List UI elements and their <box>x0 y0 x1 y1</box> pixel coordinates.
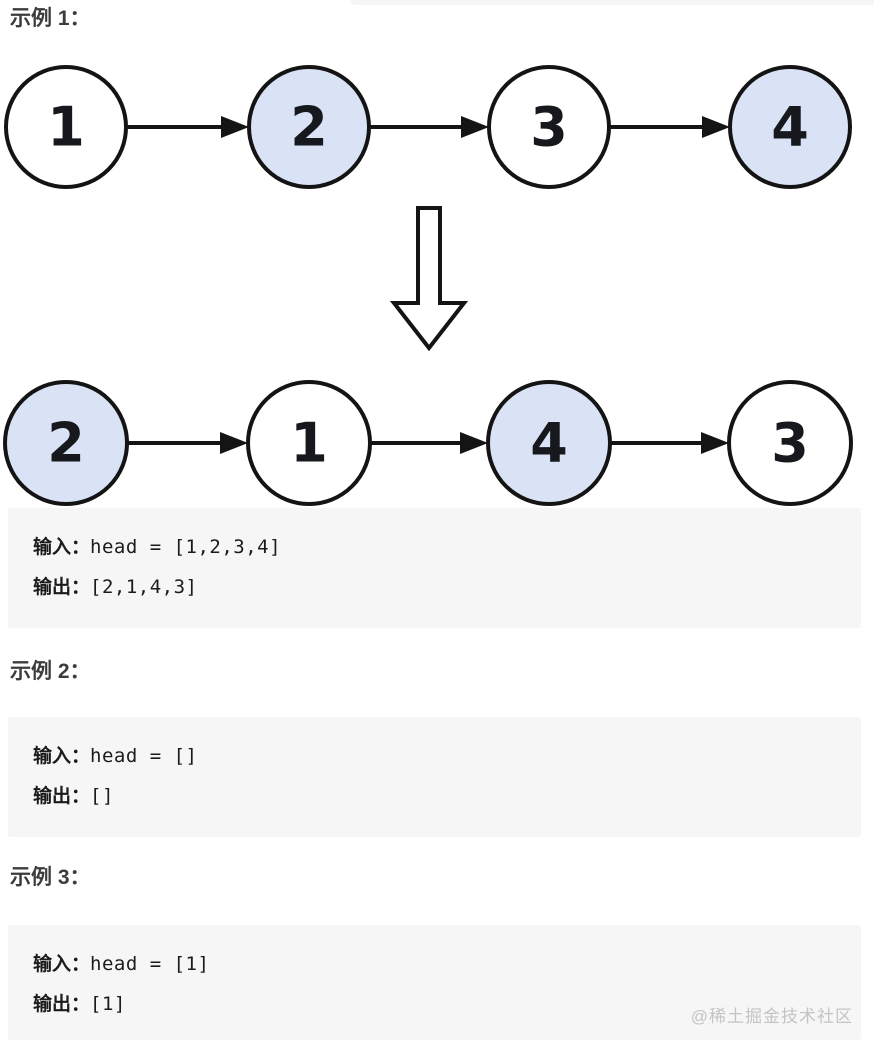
list-node-circle <box>487 65 611 189</box>
output-line: 输出：[2,1,4,3] <box>33 567 861 607</box>
example1-heading: 示例 1： <box>10 7 91 30</box>
list-node-value: 4 <box>771 96 809 159</box>
example2-heading: 示例 2： <box>10 660 91 683</box>
input-label: 输入： <box>33 954 91 975</box>
output-value: [2,1,4,3] <box>90 576 198 598</box>
list-arrow-head <box>701 432 729 454</box>
example1-io-block: 输入：head = [1,2,3,4] 输出：[2,1,4,3] <box>8 508 861 628</box>
output-value: [1] <box>90 993 126 1015</box>
input-value: head = [1] <box>90 953 210 975</box>
list-arrow-head <box>220 432 248 454</box>
list-node-value: 1 <box>290 412 328 475</box>
down-arrow-shape <box>389 206 469 352</box>
output-label: 输出： <box>33 786 91 807</box>
watermark: @稀土掘金技术社区 <box>690 1007 853 1026</box>
linked-list-after-diagram: 2 1 4 3 <box>3 380 853 506</box>
list-node-circle <box>3 380 129 506</box>
output-label: 输出： <box>33 994 91 1015</box>
example3-io-block: 输入：head = [1] 输出：[1] <box>8 925 861 1040</box>
output-line: 输出：[1] <box>33 984 861 1024</box>
list-node-circle <box>727 380 853 506</box>
input-label: 输入： <box>33 537 91 558</box>
input-value: head = [] <box>90 745 198 767</box>
list-arrow-head <box>460 432 488 454</box>
input-value: head = [1,2,3,4] <box>90 536 282 558</box>
list-arrow-head <box>461 116 489 138</box>
list-node-circle <box>247 65 371 189</box>
list-node-circle <box>728 65 852 189</box>
input-line: 输入：head = [] <box>33 736 861 776</box>
list-node-circle <box>246 380 372 506</box>
input-line: 输入：head = [1,2,3,4] <box>33 527 861 567</box>
input-line: 输入：head = [1] <box>33 944 861 984</box>
list-node-circle <box>486 380 612 506</box>
example2-io-block: 输入：head = [] 输出：[] <box>8 717 861 837</box>
list-node-value: 2 <box>47 412 85 475</box>
list-arrow-head <box>221 116 249 138</box>
output-label: 输出： <box>33 577 91 598</box>
list-arrow-head <box>702 116 730 138</box>
output-line: 输出：[] <box>33 776 861 816</box>
list-node-value: 3 <box>771 412 809 475</box>
output-value: [] <box>90 785 114 807</box>
linked-list-before-diagram: 1 2 3 4 <box>4 65 852 189</box>
input-label: 输入： <box>33 746 91 767</box>
list-node-value: 3 <box>530 96 568 159</box>
transform-down-arrow-icon <box>389 206 469 352</box>
list-node-value: 4 <box>530 412 568 475</box>
list-node-value: 1 <box>47 96 85 159</box>
list-node-value: 2 <box>290 96 328 159</box>
example3-heading: 示例 3： <box>10 866 91 889</box>
list-node-circle <box>4 65 128 189</box>
top-edge-strip <box>350 0 874 5</box>
